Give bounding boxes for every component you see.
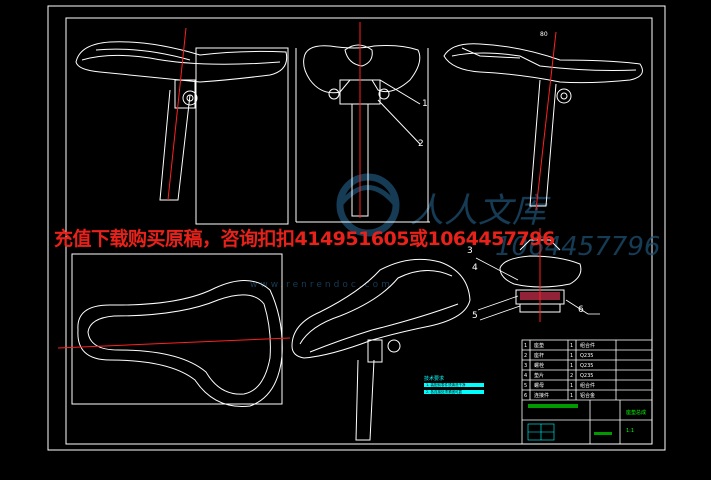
row-5-name: 螺母 xyxy=(534,382,544,389)
part-label-4: 4 xyxy=(472,263,478,273)
tech-note-1: 1. 装配前零件须清洗干净 xyxy=(426,382,466,387)
centerline-3 xyxy=(535,31,557,211)
row-1-qty: 1 xyxy=(570,343,573,349)
part-label-2: 2 xyxy=(418,139,424,149)
row-1-no: 1 xyxy=(524,343,527,349)
download-notice-overlay: 充值下载购买原稿，咨询扣扣414951605或1064457796 xyxy=(54,228,555,250)
row-3-name: 螺栓 xyxy=(534,362,544,369)
row-6-qty: 1 xyxy=(570,393,573,399)
part-label-1: 1 xyxy=(422,99,428,109)
title-block-rows: 1 座垫 1 组合件 2 座杆 1 Q235 3 螺栓 1 Q235 4 垫片 … xyxy=(524,342,595,399)
part-label-3: 3 xyxy=(467,246,473,256)
tech-notes: 技术要求 1. 装配前零件须清洗干净 2. 各连接处须紧固可靠 xyxy=(424,375,484,394)
row-4-name: 垫片 xyxy=(534,372,544,379)
saddle-side-view-right xyxy=(443,43,643,207)
row-2-no: 2 xyxy=(524,353,527,359)
side-view-outline-box xyxy=(195,47,289,225)
centerline-1 xyxy=(167,27,187,201)
row-3-mat: Q235 xyxy=(580,363,593,369)
row-2-qty: 1 xyxy=(570,353,573,359)
row-6-name: 连接件 xyxy=(534,392,549,399)
row-5-mat: 组合件 xyxy=(580,382,595,389)
row-3-qty: 1 xyxy=(570,363,573,369)
row-1-name: 座垫 xyxy=(534,342,544,349)
leader-lines xyxy=(475,257,600,321)
title-block-lower: 座垫总成 1:1 xyxy=(527,404,646,441)
row-6-mat: 铝合金 xyxy=(580,392,595,399)
part-label-5: 5 xyxy=(472,311,478,321)
saddle-isometric-view xyxy=(291,258,471,441)
dimension-label: 80 xyxy=(540,31,548,38)
row-6-no: 6 xyxy=(524,393,527,399)
inner-border xyxy=(65,17,653,445)
row-1-mat: 组合件 xyxy=(580,342,595,349)
row-4-no: 4 xyxy=(524,373,527,379)
row-2-name: 座杆 xyxy=(534,352,544,359)
centerline-4 xyxy=(57,337,291,349)
part-label-6: 6 xyxy=(578,305,584,315)
tech-notes-title: 技术要求 xyxy=(424,375,444,382)
drawing-sheet: 1:1 xyxy=(626,428,634,434)
row-5-no: 5 xyxy=(524,383,527,389)
watermark-logo-text: 人人文库 xyxy=(410,191,551,231)
watermark-url: www.renrendoc.com xyxy=(250,280,393,290)
row-4-qty: 2 xyxy=(570,373,573,379)
row-4-mat: Q235 xyxy=(580,373,593,379)
row-2-mat: Q235 xyxy=(580,353,593,359)
title-block xyxy=(521,339,653,445)
row-3-no: 3 xyxy=(524,363,527,369)
saddle-top-view xyxy=(71,253,283,407)
outer-border xyxy=(47,5,666,451)
drawing-name: 座垫总成 xyxy=(626,409,646,416)
saddle-side-view-left xyxy=(75,41,288,201)
tech-note-2: 2. 各连接处须紧固可靠 xyxy=(426,389,462,394)
row-5-qty: 1 xyxy=(570,383,573,389)
